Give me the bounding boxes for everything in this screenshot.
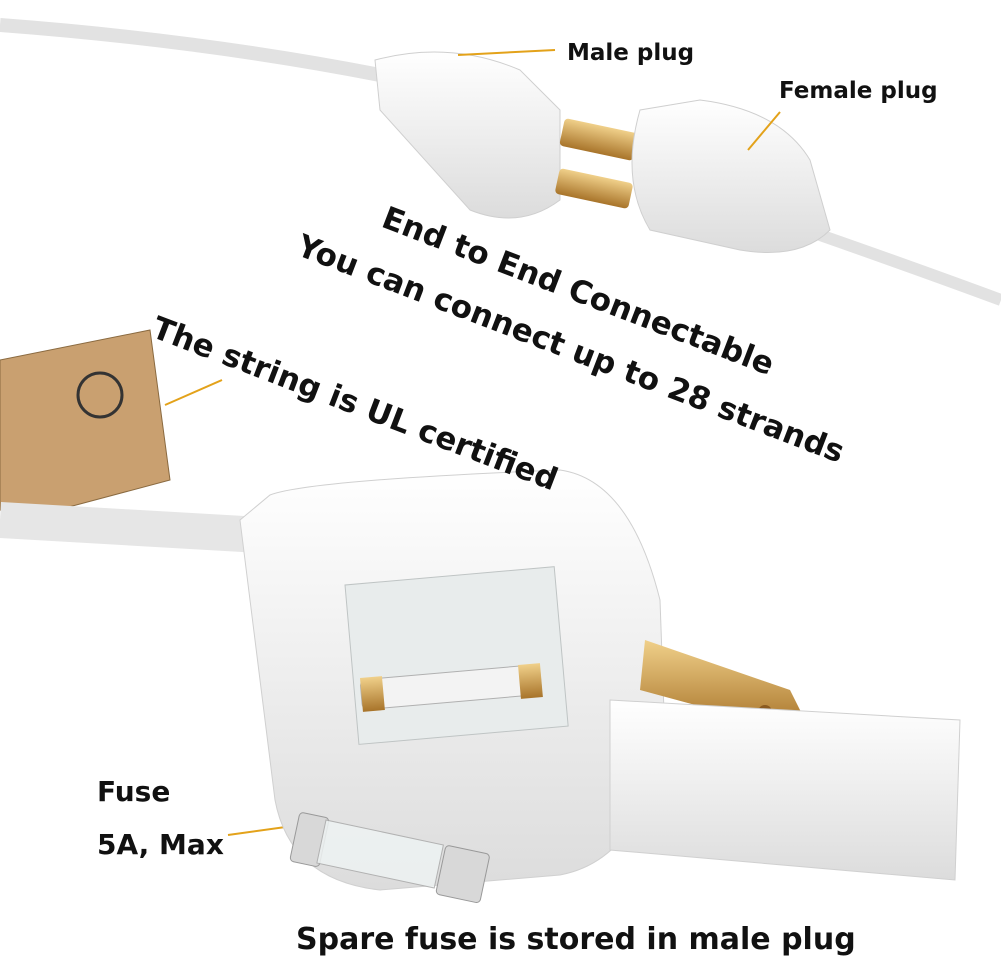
spare-fuse (289, 812, 490, 904)
male-plug-top (374, 51, 638, 219)
cord-bottom (0, 502, 262, 553)
female-plug-label: Female plug (779, 78, 938, 104)
leader-ul (164, 379, 223, 406)
leader-male (457, 49, 556, 56)
fuse-label: Fuse (97, 775, 171, 808)
male-plug-open (239, 469, 961, 891)
female-plug-top (631, 99, 831, 253)
cord-top-left (0, 18, 382, 82)
cord-top-right (818, 229, 1001, 306)
leader-female (747, 111, 781, 151)
fuse-rating-label: 5A, Max (97, 828, 224, 861)
spare-fuse-caption: Spare fuse is stored in male plug (296, 922, 856, 957)
male-plug-label: Male plug (567, 40, 695, 66)
ul-tag (0, 329, 171, 521)
